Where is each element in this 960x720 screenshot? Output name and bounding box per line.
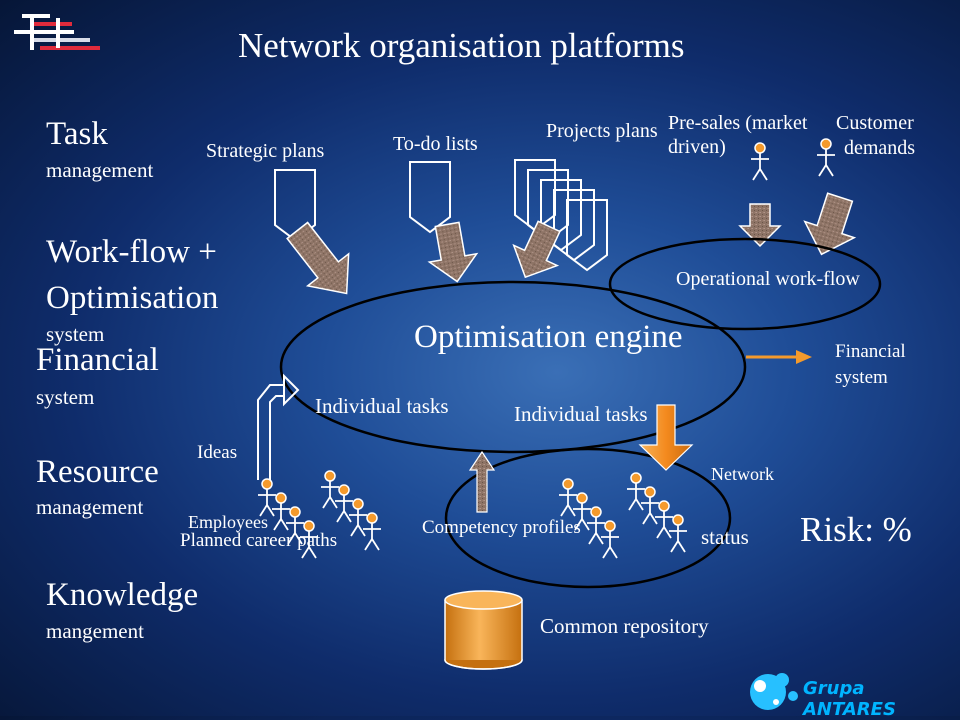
label-presales-2: driven) xyxy=(668,136,726,158)
todo-lists-doc-icon xyxy=(409,161,451,233)
label-financial-system-1: Financial xyxy=(835,341,906,362)
customer-demands-arrow-icon xyxy=(803,192,857,256)
presales-arrow-icon xyxy=(738,203,782,248)
label-presales-1: Pre-sales (market xyxy=(668,112,808,134)
label-competency-profiles: Competency profiles xyxy=(422,517,581,538)
optimisation-engine-ellipse xyxy=(279,280,747,454)
label-operational-workflow: Operational work-flow xyxy=(676,268,860,290)
label-ideas: Ideas xyxy=(197,442,238,463)
label-todo-lists: To-do lists xyxy=(393,133,478,155)
row-label-knowledge: Knowledge xyxy=(46,577,199,613)
operational-workflow-ellipse xyxy=(608,237,882,331)
logo-stripes xyxy=(14,14,100,50)
label-financial-system-2: system xyxy=(835,367,888,388)
label-status: status xyxy=(701,525,749,549)
presales-person-icon xyxy=(750,142,770,181)
label-individual-tasks-right: Individual tasks xyxy=(514,402,648,426)
row-label-task-sub: management xyxy=(46,158,154,182)
row-label-knowledge-sub: mangement xyxy=(46,619,144,643)
label-strategic-plans: Strategic plans xyxy=(206,140,325,162)
row-label-financial-sub: system xyxy=(36,385,95,409)
label-common-repository: Common repository xyxy=(540,614,709,638)
row-label-workflow-sub: system xyxy=(46,322,105,346)
strategic-plans-arrow-icon xyxy=(286,221,350,295)
row-label-resource-sub: management xyxy=(36,495,144,519)
row-label-workflow: Work-flow + xyxy=(46,234,217,270)
competency-up-arrow-icon xyxy=(468,450,496,513)
individual-tasks-down-arrow-icon xyxy=(638,404,694,471)
financial-system-arrow-icon xyxy=(746,350,812,364)
page-title: Network organisation platforms xyxy=(238,26,685,65)
label-individual-tasks-left: Individual tasks xyxy=(315,394,449,418)
label-customer-2: demands xyxy=(844,137,916,159)
row-label-task: Task xyxy=(46,116,108,152)
customer-person-icon xyxy=(816,138,836,177)
label-risk: Risk: % xyxy=(800,510,912,549)
projects-plans-arrow-icon xyxy=(512,220,561,279)
label-optimisation-engine: Optimisation engine xyxy=(414,319,683,355)
label-employees: Employees xyxy=(188,512,268,532)
network-people-icon xyxy=(558,472,688,559)
label-projects-plans: Projects plans xyxy=(546,120,658,142)
row-label-optimisation: Optimisation xyxy=(46,280,219,316)
label-network: Network xyxy=(711,464,774,484)
network-ellipse xyxy=(444,447,732,589)
ideas-arrow-icon xyxy=(257,373,300,480)
brand-name: Grupa ANTARES xyxy=(803,678,896,720)
row-label-financial: Financial xyxy=(36,342,159,378)
brand-logo-icon xyxy=(750,673,798,710)
todo-lists-arrow-icon xyxy=(427,221,479,283)
label-planned-career-paths: Planned career paths xyxy=(180,530,338,551)
label-customer-1: Customer xyxy=(836,112,914,134)
row-label-resource: Resource xyxy=(36,454,159,490)
common-repository-cylinder-icon xyxy=(444,590,523,670)
